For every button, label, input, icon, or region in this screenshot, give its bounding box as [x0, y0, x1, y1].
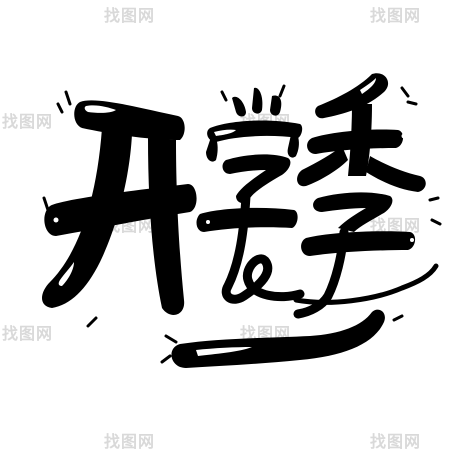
watermark-top-left: 找图网: [104, 6, 156, 25]
watermark-left-upper: 找图网: [2, 112, 54, 131]
watermark-top-right: 找图网: [370, 6, 422, 25]
watermark-bottom-left: 找图网: [104, 432, 156, 451]
watermark-center-right: 找图网: [370, 216, 422, 235]
underline-swoosh: [160, 309, 404, 368]
watermark-left-lower: 找图网: [2, 324, 54, 343]
glyph-ji: [293, 73, 442, 319]
watermark-bottom-right: 找图网: [370, 432, 422, 451]
glyph-kai: [42, 90, 197, 328]
glyph-xue: [196, 84, 305, 304]
